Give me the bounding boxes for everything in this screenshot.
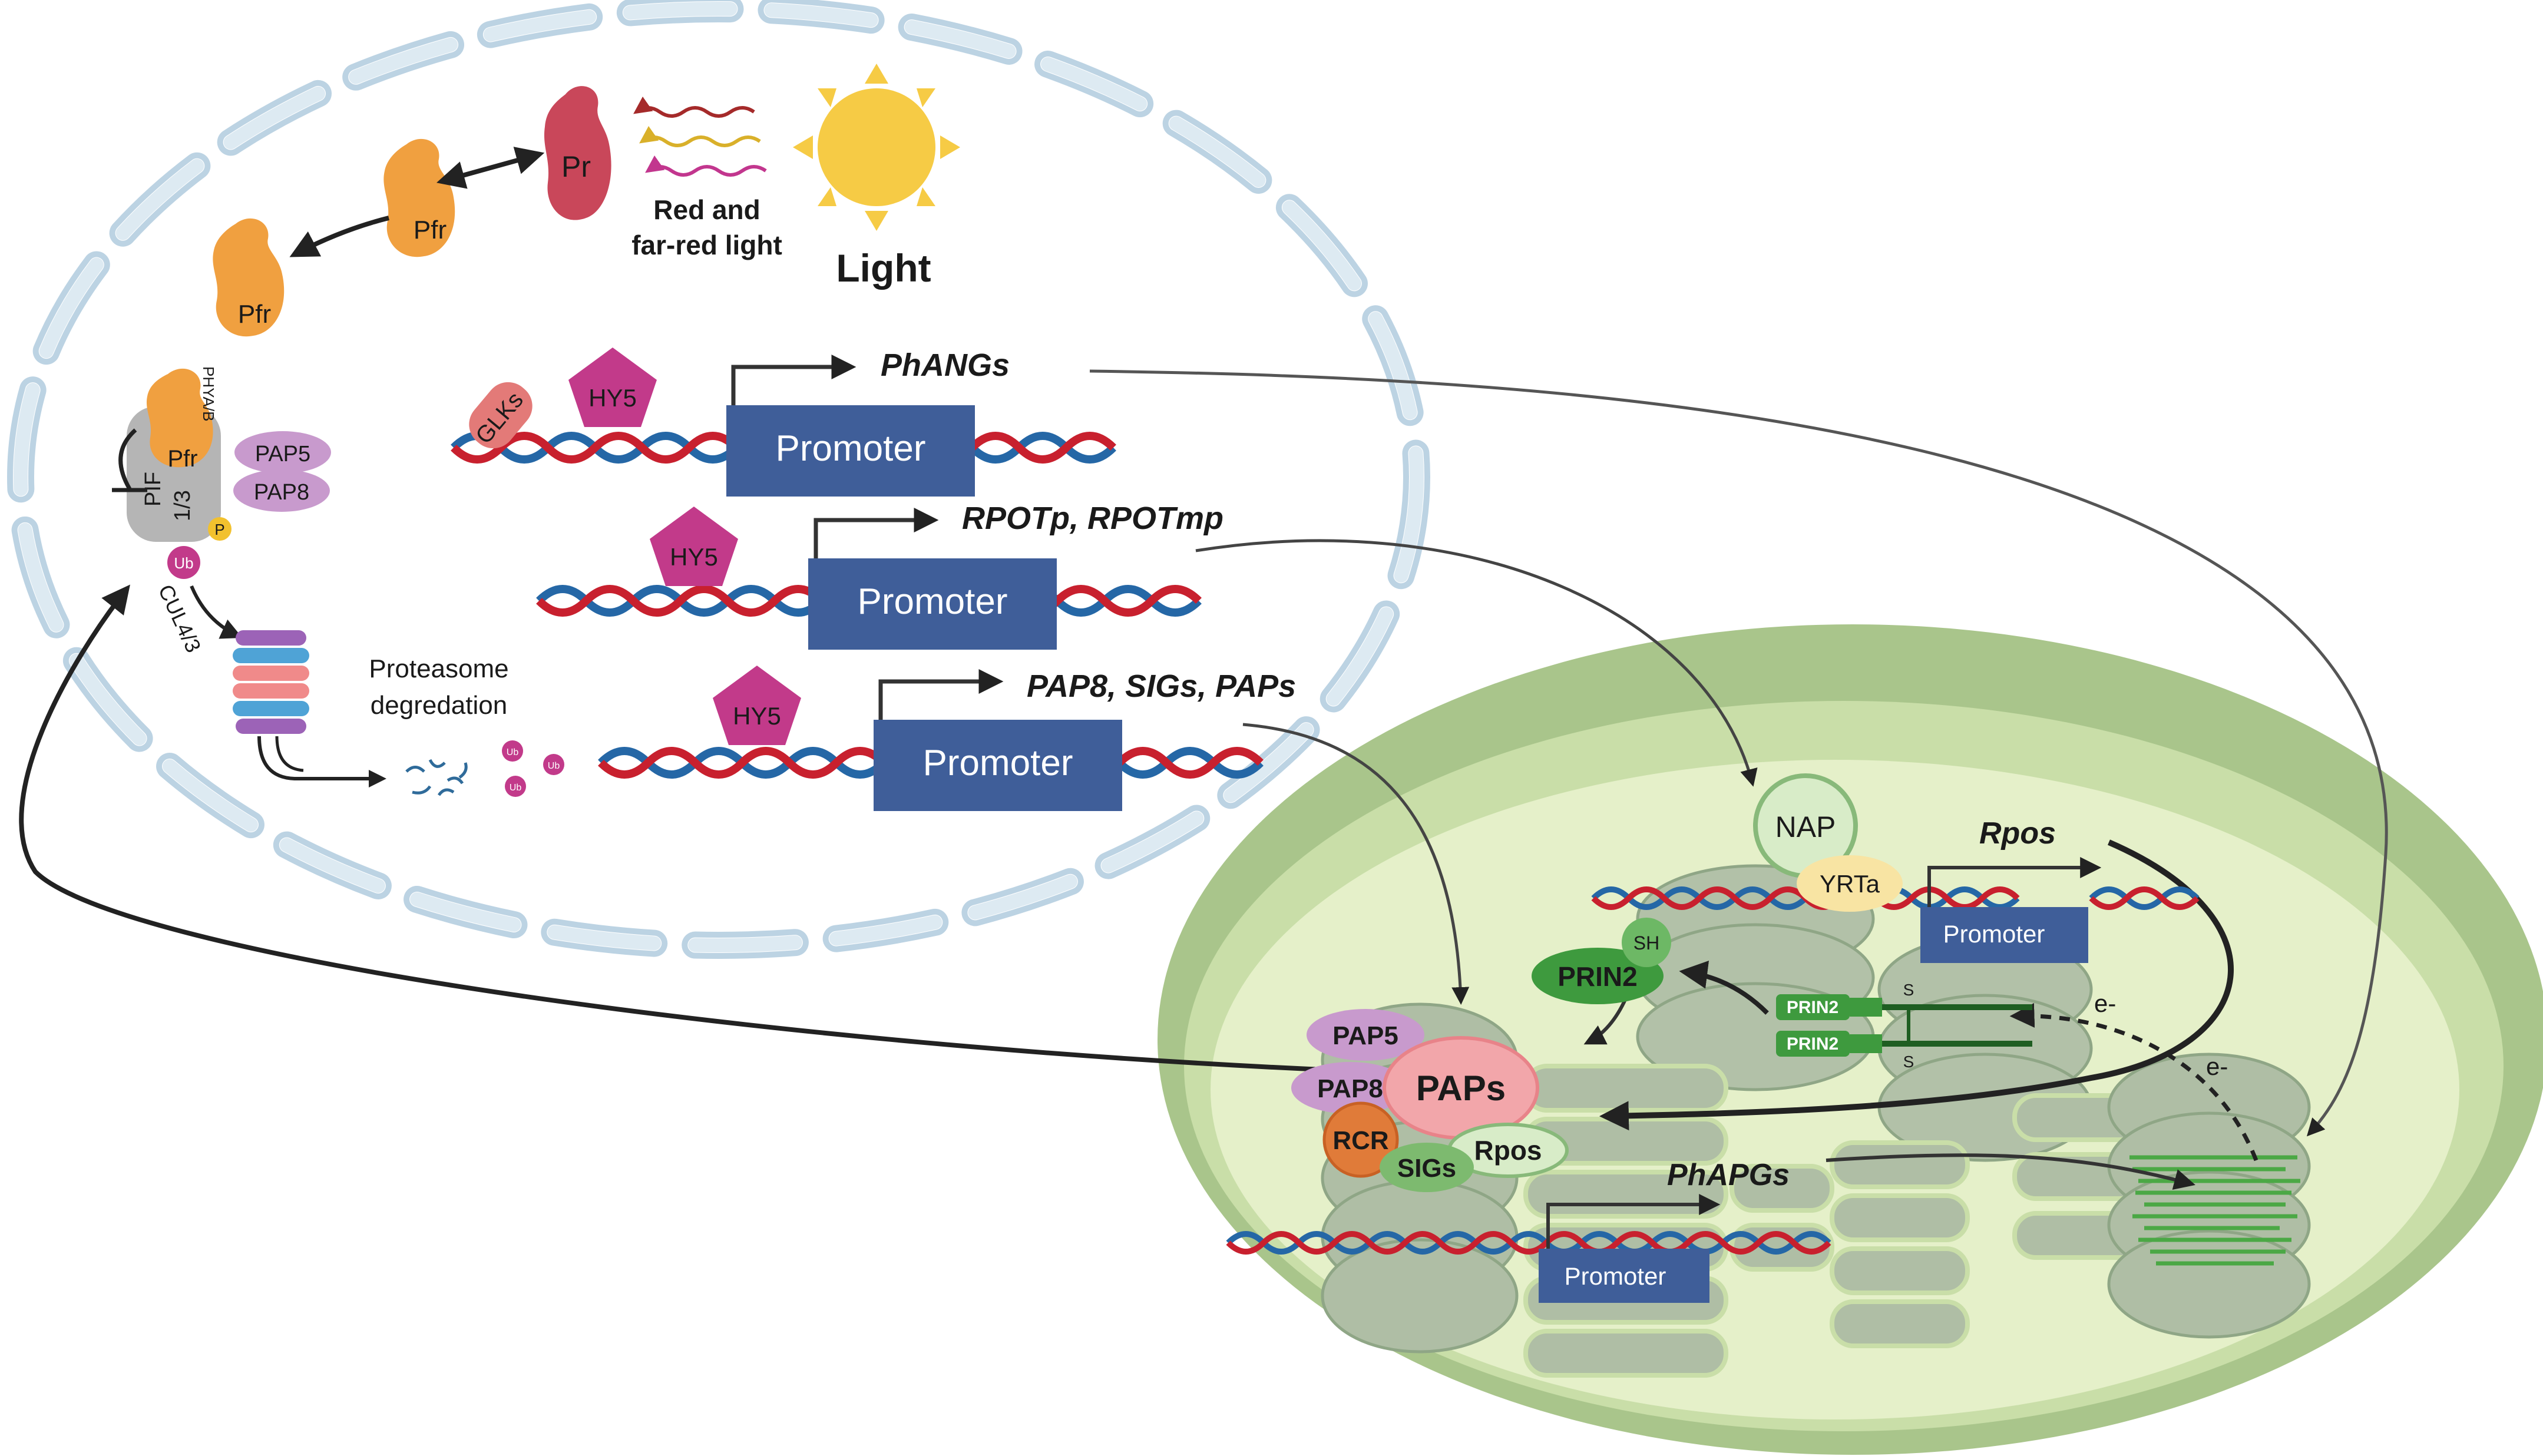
ubiquitin-free-2: Ub: [548, 761, 560, 771]
pap5-label-nucleus: PAP5: [255, 442, 310, 466]
free-ubiquitin: Ub Ub Ub: [502, 740, 564, 797]
hy5-label-3: HY5: [733, 702, 781, 730]
prin2-to-paps-arrow: [1583, 997, 1628, 1045]
paps-label: PAPs: [1416, 1068, 1506, 1108]
phangs-label: PhANGs: [881, 348, 1010, 383]
light-type-label-line1: Red and: [653, 194, 760, 225]
sigs-label: SIGs: [1397, 1154, 1456, 1183]
phapgs-to-thylakoid-arrow: [1826, 1153, 2195, 1190]
prin2-reduction-arrow: [1679, 960, 1769, 1015]
transcription-arrow-3: [878, 669, 1004, 720]
phya-b-label: PHYA/B: [200, 366, 217, 421]
nucleus-membrane: [7, 0, 1430, 959]
prin2-dimer: PRIN2 PRIN2 S S: [1776, 981, 2032, 1071]
promoter-2: Promoter: [808, 558, 1057, 650]
ubiquitin-free-3: Ub: [510, 783, 522, 793]
pfr-translocation-arrow: [289, 216, 389, 257]
pfr-phytochrome-2: Pfr: [213, 218, 285, 337]
paps-complex: PAP5 PAP8 PAPs RCR Rpos SIGs: [1291, 1009, 1569, 1192]
prin2-active: PRIN2 SH: [1532, 918, 1671, 1004]
pap5-label-chloroplast: PAP5: [1332, 1021, 1398, 1050]
promoter-rpos: Promoter: [1920, 907, 2088, 963]
light-label: Light: [836, 246, 931, 290]
rpot-to-nap-arrow: [1195, 539, 1758, 787]
paps-to-pif-arrow: [19, 584, 1379, 1074]
pr-phytochrome: Pr: [544, 86, 611, 220]
electron-label-2: e-: [2206, 1053, 2228, 1080]
rpot-label: RPOTp, RPOTmp: [962, 501, 1223, 536]
proteasome-label-line1: Proteasome: [369, 654, 508, 683]
prin2-dimer-label-2: PRIN2: [1787, 1034, 1838, 1054]
phosphate-label: P: [214, 521, 224, 538]
proteasome-icon: [233, 630, 309, 734]
hy5-factor-1: HY5: [568, 348, 657, 427]
ubiquitin-label: Ub: [174, 554, 193, 572]
proteasome-label-line2: degredation: [371, 691, 507, 720]
thylakoid-stack-right: [2107, 1053, 2311, 1339]
prin2-dimer-label-1: PRIN2: [1787, 998, 1838, 1017]
pap8-sigs-paps-label: PAP8, SIGs, PAPs: [1027, 669, 1296, 704]
promoter-phapgs: Promoter: [1539, 1249, 1709, 1303]
pfr-label-2: Pfr: [238, 300, 271, 329]
pif-number-label: 1/3: [170, 490, 195, 521]
hy5-label-2: HY5: [670, 543, 718, 571]
hy5-label-1: HY5: [588, 384, 637, 412]
light-waves: [633, 96, 767, 177]
promoter-label-rpos: Promoter: [1943, 920, 2045, 948]
rcr-label: RCR: [1332, 1126, 1388, 1155]
degradation-arrow: [257, 736, 386, 787]
pap-sigs-to-paps-arrow: [1242, 723, 1470, 1005]
yrta-label: YRTa: [1820, 870, 1880, 898]
phangs-to-thylakoid-arrow: [1089, 369, 2388, 1137]
cul-label: CUL4/3: [154, 581, 206, 656]
dna-phapgs: [1226, 1231, 1831, 1255]
pfr-phytochrome-1: Pfr: [383, 138, 455, 257]
sun-icon: [793, 64, 960, 231]
hy5-factor-2: HY5: [650, 507, 738, 586]
promoter-1: Promoter: [726, 405, 975, 497]
promoter-label-2: Promoter: [858, 581, 1008, 622]
pfr-label-1: Pfr: [414, 216, 447, 244]
rpos-gene-label: Rpos: [1979, 816, 2056, 851]
nap-label: NAP: [1775, 810, 1836, 843]
transcription-arrow-rpos: [1927, 857, 2102, 907]
promoter-label-phapgs: Promoter: [1565, 1262, 1666, 1290]
pr-pfr-exchange-arrow: [436, 147, 545, 189]
photosystem-membranes: [2129, 1155, 2300, 1266]
sh-label: SH: [1633, 932, 1659, 954]
yrta-protein: YRTa: [1797, 855, 1903, 912]
promoter-3: Promoter: [874, 720, 1122, 811]
electron-flow-arrow: [2009, 1002, 2258, 1162]
prin2-label: PRIN2: [1557, 961, 1637, 992]
pap8-label-nucleus: PAP8: [254, 480, 309, 505]
transcription-arrow-2: [814, 508, 939, 558]
rpos-protein-label: Rpos: [1474, 1135, 1542, 1166]
nap-protein: NAP: [1753, 773, 1858, 878]
pr-label: Pr: [561, 150, 591, 183]
disulfide-s-label-1: S: [1903, 981, 1914, 999]
ubiquitin-free-1: Ub: [507, 747, 519, 757]
light-type-label-line2: far-red light: [631, 230, 782, 260]
promoter-label-1: Promoter: [776, 428, 926, 469]
transcription-arrow-phapgs: [1546, 1194, 1721, 1249]
disulfide-s-label-2: S: [1903, 1053, 1914, 1071]
cul-arrow: [190, 585, 243, 639]
glks-factor: GLKs: [469, 382, 533, 449]
electron-label-1: e-: [2094, 990, 2116, 1017]
rpos-to-paps-arrow: [1599, 839, 2234, 1131]
transcription-arrow-1: [731, 355, 857, 405]
pap8-label-chloroplast: PAP8: [1317, 1074, 1383, 1103]
hy5-factor-3: HY5: [713, 666, 801, 745]
pfr-label-3: Pfr: [167, 446, 197, 472]
pif-complex: Pfr PHYA/B PAP5 PAP8 PIF 1/3 P Ub: [112, 366, 331, 579]
phapgs-label: PhAPGs: [1667, 1158, 1790, 1192]
promoter-label-3: Promoter: [923, 743, 1073, 783]
degraded-peptides: [405, 759, 468, 796]
